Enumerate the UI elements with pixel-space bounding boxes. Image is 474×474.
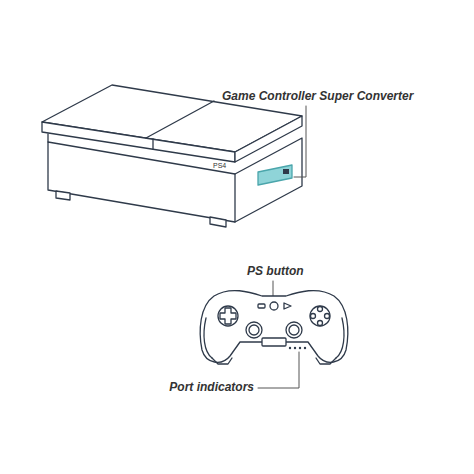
callout-label: Port indicators — [169, 381, 254, 394]
ps-button — [270, 302, 278, 310]
game-controller — [200, 291, 348, 364]
d-pad-ring — [218, 306, 238, 326]
console-top-side — [235, 116, 302, 162]
d-pad — [220, 308, 236, 324]
callout-label: PS button — [247, 265, 304, 278]
usb-port — [262, 338, 286, 346]
left-stick — [246, 322, 262, 338]
ps4-console — [42, 85, 302, 227]
console-divider — [146, 101, 214, 138]
select-button — [258, 304, 265, 308]
port-indicators — [289, 347, 306, 349]
console-foot — [56, 191, 70, 200]
dongle-port — [283, 169, 289, 174]
leader-line — [294, 106, 306, 177]
controller-body — [200, 291, 348, 363]
button-ring — [310, 306, 330, 326]
console-logo: PS4 — [213, 162, 226, 170]
console-top-front — [42, 122, 235, 162]
callout-label: Game Controller Super Converter — [222, 90, 413, 103]
leader-line — [258, 352, 299, 388]
right-stick — [286, 322, 302, 338]
start-button — [284, 303, 291, 309]
converter-dongle — [258, 165, 292, 185]
console-foot — [210, 217, 226, 227]
